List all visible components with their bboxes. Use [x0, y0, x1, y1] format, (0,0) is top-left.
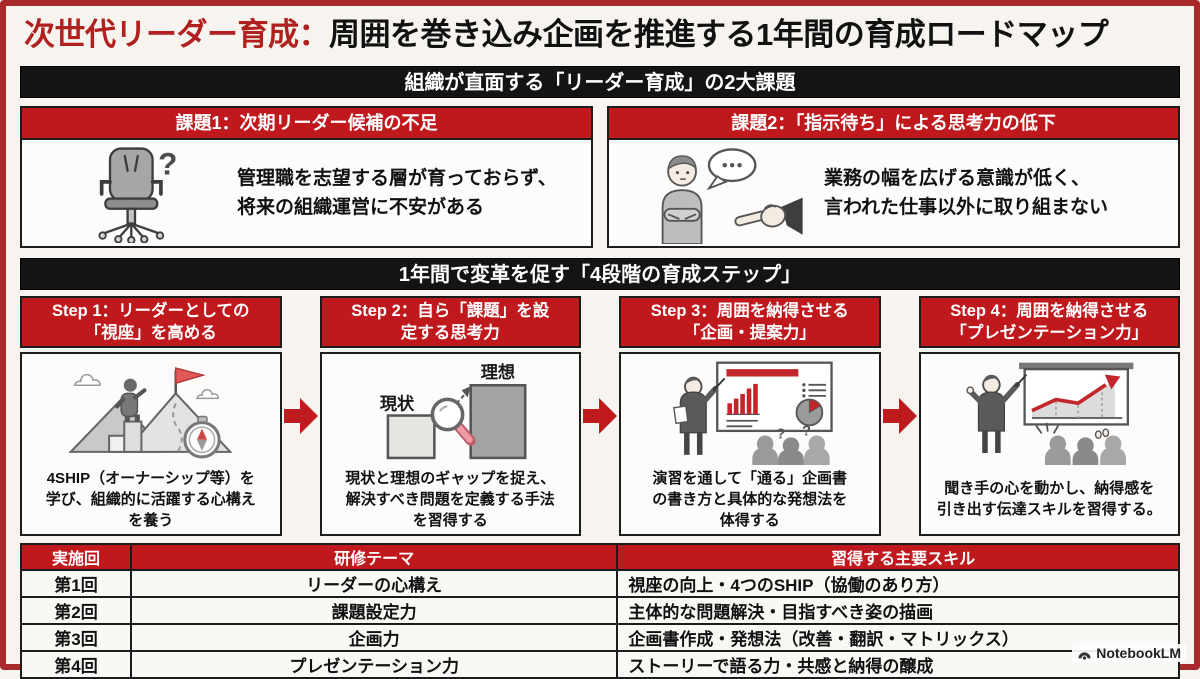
step-arrow-1: [282, 296, 320, 536]
step-2-caption: 現状と理想のギャップを捉え、 解決すべき問題を定義する手法 を習得する: [345, 469, 556, 529]
presenter-growth-chart-audience-icon: [925, 358, 1175, 466]
step-card-4: Step 4：周囲を納得させる 「プレゼンテーション力」: [918, 296, 1180, 536]
problem-2-header: 課題2：「指示待ち」による思考力の低下: [609, 108, 1178, 140]
problem-1-body: ? 管理職を志望する層が育っておらず、 将来の組織運営に不安がある: [22, 140, 591, 246]
question-mark-glyph: ?: [802, 424, 811, 440]
step-1-body: 4SHIP（オーナーシップ等）を 学び、組織的に活躍する心構え を養う: [20, 352, 282, 536]
table-row: 第3回 企画力 企画書作成・発想法（改善・翻訳・マトリックス）: [20, 623, 1180, 652]
mountain-climber-flag-compass-icon: [26, 358, 276, 466]
step-4-body: 聞き手の心を動かし、納得感を 引き出す伝達スキルを習得する。: [918, 352, 1180, 536]
waiting-worker-pointing-hand-icon: [619, 142, 824, 244]
empty-office-chair-icon: ?: [32, 143, 237, 243]
right-arrow-icon: [882, 398, 917, 434]
step-card-3: Step 3：周囲を納得させる 「企画・提案力」: [619, 296, 881, 536]
step-2-body: 現状 理想 現状と理想のギャップを捉え、 解決すべき問題を定義する手法 を習得す…: [319, 352, 581, 536]
problem-2-text: 業務の幅を広げる意識が低く、 言われた仕事以外に取り組まない: [824, 167, 1109, 218]
problem-1-text: 管理職を志望する層が育っておらず、 将来の組織運営に不安がある: [237, 167, 557, 218]
col-header-round: 実施回: [20, 543, 132, 571]
step-3-caption: 演習を通して「通る」企画書 の書き方と具体的な発想法を 体得する: [652, 469, 848, 529]
table-row: 第1回 リーダーの心構え 視座の向上・4つのSHIP（協働のあり方）: [20, 569, 1180, 598]
right-arrow-icon: [283, 398, 318, 434]
step-1-caption: 4SHIP（オーナーシップ等）を 学び、組織的に活躍する心構え を養う: [45, 469, 256, 529]
col-header-skills: 習得する主要スキル: [616, 543, 1180, 571]
problem-card-2: 課題2：「指示待ち」による思考力の低下: [607, 106, 1180, 248]
step-card-1: Step 1：リーダーとしての 「視座」を高める: [20, 296, 282, 536]
notebooklm-logo-icon: [1078, 651, 1091, 660]
table-row: 第2回 課題設定力 主体的な問題解決・目指すべき姿の描画: [20, 596, 1180, 625]
table-header-row: 実施回 研修テーマ 習得する主要スキル: [20, 543, 1180, 571]
section-banner-steps: 1年間で変革を促す「4段階の育成ステップ」: [20, 258, 1180, 290]
label-current-state: 現状: [380, 393, 415, 413]
label-ideal-state: 理想: [481, 362, 515, 382]
question-mark-glyph: ?: [776, 426, 785, 442]
col-header-theme: 研修テーマ: [129, 543, 619, 571]
right-arrow-icon: [583, 398, 617, 434]
training-schedule-table: 実施回 研修テーマ 習得する主要スキル 第1回 リーダーの心構え 視座の向上・4…: [20, 543, 1180, 679]
step-arrow-2: [581, 296, 619, 536]
step-1-header: Step 1：リーダーとしての 「視座」を高める: [20, 296, 282, 348]
step-4-caption: 聞き手の心を動かし、納得感を 引き出す伝達スキルを習得する。: [936, 480, 1162, 518]
page-title: 次世代リーダー育成：周囲を巻き込み企画を推進する1年間の育成ロードマップ: [24, 12, 1176, 58]
step-4-header: Step 4：周囲を納得させる 「プレゼンテーション力」: [918, 296, 1180, 348]
step-3-header: Step 3：周囲を納得させる 「企画・提案力」: [619, 296, 881, 348]
problem-card-1: 課題1：次期リーダー候補の不足: [20, 106, 593, 248]
question-mark-glyph: ?: [158, 146, 177, 181]
step-card-2: Step 2：自ら「課題」を設 定する思考力 現状 理想: [319, 296, 581, 536]
step-3-body: ? ? 演習を通して「通る」企画書 の書き方と具体的な発想法を 体得する: [619, 352, 881, 536]
section-banner-problems: 組織が直面する「リーダー育成」の2大課題: [20, 66, 1180, 98]
step-arrow-3: [881, 296, 919, 536]
page-title-lead: 次世代リーダー育成：: [24, 17, 330, 52]
table-row: 第4回 プレゼンテーション力 ストーリーで語る力・共感と納得の醸成: [20, 650, 1180, 679]
watermark-label: NotebookLM: [1096, 645, 1181, 661]
current-vs-ideal-gap-magnifier-icon: 現状 理想: [326, 358, 576, 466]
problems-row: 課題1：次期リーダー候補の不足: [20, 106, 1180, 248]
notebooklm-watermark: NotebookLM: [1072, 644, 1186, 662]
problem-1-header: 課題1：次期リーダー候補の不足: [22, 108, 591, 140]
presenter-whiteboard-audience-icon: ? ?: [625, 358, 875, 466]
problem-2-body: 業務の幅を広げる意識が低く、 言われた仕事以外に取り組まない: [609, 140, 1178, 246]
page-title-main: 周囲を巻き込み企画を推進する1年間の育成ロードマップ: [329, 17, 1109, 52]
steps-row: Step 1：リーダーとしての 「視座」を高める: [20, 296, 1180, 536]
step-2-header: Step 2：自ら「課題」を設 定する思考力: [319, 296, 581, 348]
